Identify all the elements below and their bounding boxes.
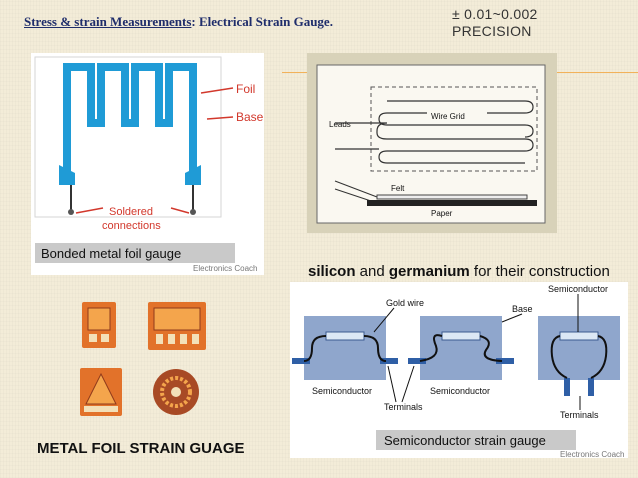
caption-silicon: silicon <box>308 263 356 280</box>
label-semiconductor-1: Semiconductor <box>312 386 372 396</box>
gauge-sample-2-grid <box>153 307 201 331</box>
semi-banner <box>376 430 576 450</box>
metal-foil-caption: METAL FOIL STRAIN GUAGE <box>37 440 245 457</box>
foil-pointer <box>200 87 234 94</box>
semiconductor-figure: Gold wire Base Semiconductor Semiconduct… <box>290 282 628 459</box>
foil-grid <box>63 63 197 183</box>
metal-foil-samples <box>80 302 206 416</box>
caption-germanium: germanium <box>388 263 470 280</box>
wire-grid-upper <box>378 100 534 138</box>
semiconductor-diagram: Gold wire Base Semiconductor Semiconduct… <box>292 284 624 459</box>
gauge-sample-2-pad-c <box>180 334 187 344</box>
precision-value: ± 0.01~0.002 <box>452 6 538 22</box>
paper-layer <box>367 200 537 206</box>
semi-credit: Electronics Coach <box>560 450 624 458</box>
solder-point-right <box>190 209 196 215</box>
bonded-credit: Electronics Coach <box>193 264 257 273</box>
semi-terminal-1a <box>292 358 310 364</box>
label-felt: Felt <box>391 184 405 193</box>
semi-base-2 <box>420 316 502 380</box>
wire-grid <box>335 122 534 164</box>
label-paper: Paper <box>431 209 453 218</box>
bonded-foil-diagram: Foil Base Soldered connections Bonded me… <box>34 56 264 273</box>
title-rest: : Electrical Strain Gauge. <box>191 14 333 29</box>
gauge-sample-4-center <box>171 387 181 397</box>
bonded-banner-text: Bonded metal foil gauge <box>41 246 181 261</box>
bonded-banner <box>35 243 235 263</box>
label-soldered: Soldered <box>109 206 153 218</box>
gold-wire-pointer <box>373 307 395 333</box>
gauge-sample-1-pad-b <box>101 334 109 342</box>
label-semiconductor-top: Semiconductor <box>548 284 608 294</box>
semi-bar-3 <box>559 331 599 341</box>
label-semiconductor-2: Semiconductor <box>430 386 490 396</box>
semi-bar-1 <box>325 331 365 341</box>
foil-tab-left <box>59 165 75 185</box>
gauge-sample-3-rosette <box>85 372 117 405</box>
label-connections: connections <box>102 220 161 232</box>
gold-wire-2b <box>479 335 503 362</box>
precision-label: PRECISION <box>452 23 532 39</box>
gold-wire-1b <box>363 335 387 362</box>
terminals-pointer-1 <box>387 365 397 403</box>
semi-terminal-3a <box>564 378 570 396</box>
solder-pointer-right <box>170 207 190 214</box>
semi-base-3 <box>538 316 620 380</box>
metal-foil-photos <box>70 296 220 421</box>
semi-terminal-2a <box>408 358 426 364</box>
label-leads: Leads <box>329 120 351 129</box>
label-base-semi: Base <box>512 304 533 314</box>
label-terminals-1: Terminals <box>384 402 423 412</box>
terminals-pointer-2 <box>401 365 415 403</box>
wire-gauge-outline <box>370 86 538 172</box>
felt-pointer <box>334 180 378 198</box>
gold-wire-1a <box>303 335 327 362</box>
gold-wire-2a <box>419 334 443 362</box>
label-base: Base <box>236 110 264 124</box>
semiconductor-caption: silicon and germanium for their construc… <box>308 263 610 280</box>
wire-grid-label-bg <box>427 111 487 121</box>
title-underlined: Stress & strain Measurements <box>24 14 192 29</box>
gauge-sample-3-pads <box>84 406 118 412</box>
label-gold-wire: Gold wire <box>386 298 424 308</box>
gauge-sample-1-grid <box>87 307 111 331</box>
label-terminals-2: Terminals <box>560 410 599 420</box>
solder-pointer-left <box>75 207 104 214</box>
solder-point-left <box>68 209 74 215</box>
caption-end: for their construction <box>469 263 610 280</box>
wire-gauge-figure: Wire Grid Leads Felt Paper <box>307 53 557 233</box>
semi-terminal-1b <box>380 358 398 364</box>
slide-title: Stress & strain Measurements: Electrical… <box>24 14 333 30</box>
label-foil: Foil <box>236 82 255 96</box>
gauge-sample-1-pad-a <box>89 334 97 342</box>
gauge-sample-2-pad-b <box>168 334 175 344</box>
gauge-sample-2-pad-a <box>156 334 163 344</box>
gold-wire-3a <box>550 335 568 379</box>
gauge-sample-4-ring <box>160 376 192 408</box>
felt-layer <box>376 194 528 200</box>
wire-gauge-diagram: Wire Grid Leads Felt Paper <box>316 64 546 224</box>
semi-terminal-2b <box>496 358 514 364</box>
label-wire-grid: Wire Grid <box>431 112 465 121</box>
base-pointer-semi <box>501 313 523 323</box>
precision-note: ± 0.01~0.002 PRECISION <box>452 6 538 40</box>
semi-bar-2 <box>441 331 481 341</box>
semi-terminal-3b <box>588 378 594 396</box>
gold-wire-3b <box>590 335 608 379</box>
caption-and: and <box>355 263 389 280</box>
foil-tab-right <box>185 165 201 185</box>
bonded-foil-figure: Foil Base Soldered connections Bonded me… <box>31 53 264 275</box>
gauge-sample-2-pad-d <box>192 334 199 344</box>
base-pointer <box>206 116 234 120</box>
semi-banner-text: Semiconductor strain gauge <box>384 433 546 448</box>
semi-base-1 <box>304 316 386 380</box>
